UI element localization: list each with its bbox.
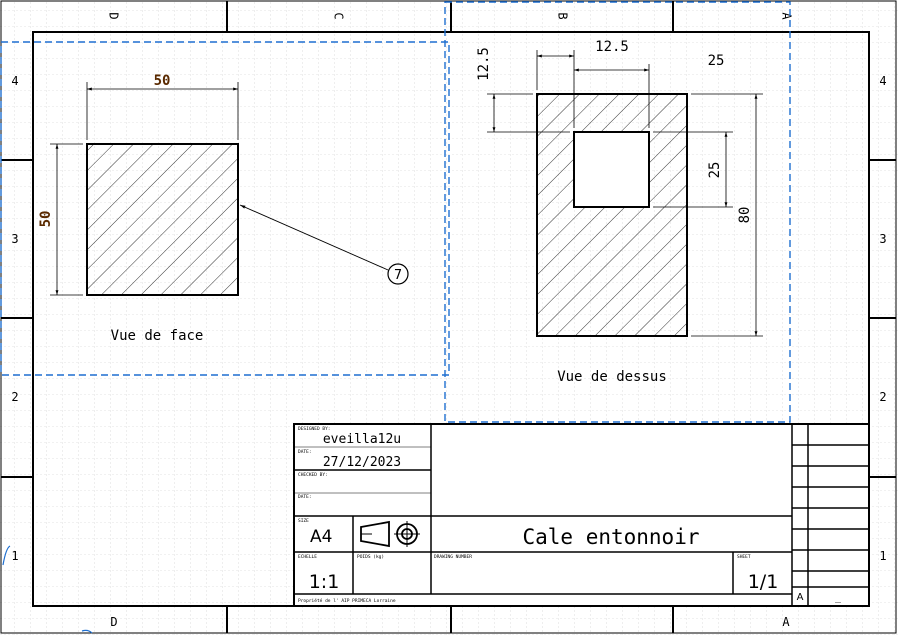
dim-overall[interactable]: 80	[737, 207, 753, 224]
date-value[interactable]: 27/12/2023	[323, 455, 401, 470]
front-view-frame[interactable]	[0, 41, 450, 376]
dim-hole-width[interactable]: 25	[708, 53, 725, 69]
drawing-number-label: DRAWING NUMBER	[434, 554, 472, 560]
zone-row-right-1: 1	[879, 549, 886, 563]
revision-dash: _	[835, 592, 842, 603]
cursor-arc-icon	[2, 545, 11, 566]
cursor-arc-2-icon	[81, 629, 93, 634]
balloon-circle[interactable]	[387, 263, 409, 285]
front-view-label[interactable]: Vue de face	[111, 328, 204, 344]
top-view-section	[536, 93, 688, 337]
zone-row-left-4: 4	[11, 74, 18, 88]
zone-row-right-3: 3	[879, 232, 886, 246]
top-view[interactable]: 12.5 25 12.5 25 80 Vue de dessus	[476, 39, 763, 385]
front-view[interactable]: 50 50 7 Vue de face	[38, 73, 409, 344]
zone-row-left-3: 3	[11, 232, 18, 246]
front-height-dimension[interactable]: 50	[38, 211, 54, 228]
size-label: SIZE	[298, 518, 309, 524]
balloon-leader	[239, 204, 389, 271]
zone-row-left-1: 1	[11, 549, 18, 563]
zone-col-top-b: B	[556, 12, 570, 19]
dim-offset-y[interactable]: 12.5	[476, 47, 492, 81]
title-block[interactable]: DESIGNED BY: eveilla12u DATE: 27/12/2023…	[293, 423, 870, 607]
date2-label: DATE:	[298, 494, 312, 500]
sheet-value[interactable]: 1/1	[748, 571, 779, 593]
dim-hole-height[interactable]: 25	[707, 162, 723, 179]
top-view-hole	[573, 131, 650, 208]
front-view-section	[86, 143, 239, 296]
view-frames	[0, 1, 791, 423]
zone-row-left-2: 2	[11, 390, 18, 404]
designed-by-value[interactable]: eveilla12u	[323, 432, 401, 447]
revision-letter[interactable]: A	[797, 592, 804, 603]
zone-col-top-d: D	[107, 12, 121, 19]
designed-by-label: DESIGNED BY:	[298, 426, 331, 432]
zone-col-top-c: C	[332, 12, 346, 19]
balloon-number: 7	[394, 268, 402, 283]
zone-row-right-2: 2	[879, 390, 886, 404]
zone-col-bottom-d: D	[110, 615, 117, 629]
front-width-dimension[interactable]: 50	[154, 73, 171, 89]
zone-col-bottom-a: A	[782, 615, 790, 629]
size-value[interactable]: A4	[310, 527, 332, 547]
dim-offset-x[interactable]: 12.5	[595, 39, 629, 55]
poids-label: POIDS (kg)	[357, 554, 384, 560]
echelle-label: ECHELLE	[298, 554, 317, 560]
scale-value[interactable]: 1:1	[309, 571, 340, 593]
zone-col-top-a: A	[780, 12, 794, 20]
top-view-frame[interactable]	[444, 1, 791, 423]
drawing-title[interactable]: Cale entonnoir	[522, 525, 699, 549]
owner-note: Propriété de l' AIP PRIMECA Lorraine	[298, 597, 396, 604]
date-label: DATE:	[298, 449, 312, 455]
checked-by-label: CHECKED BY:	[298, 472, 328, 478]
zone-row-right-4: 4	[879, 74, 886, 88]
sheet-label: SHEET	[737, 554, 751, 560]
top-view-label[interactable]: Vue de dessus	[557, 369, 667, 385]
projection-symbol-icon	[360, 520, 420, 548]
